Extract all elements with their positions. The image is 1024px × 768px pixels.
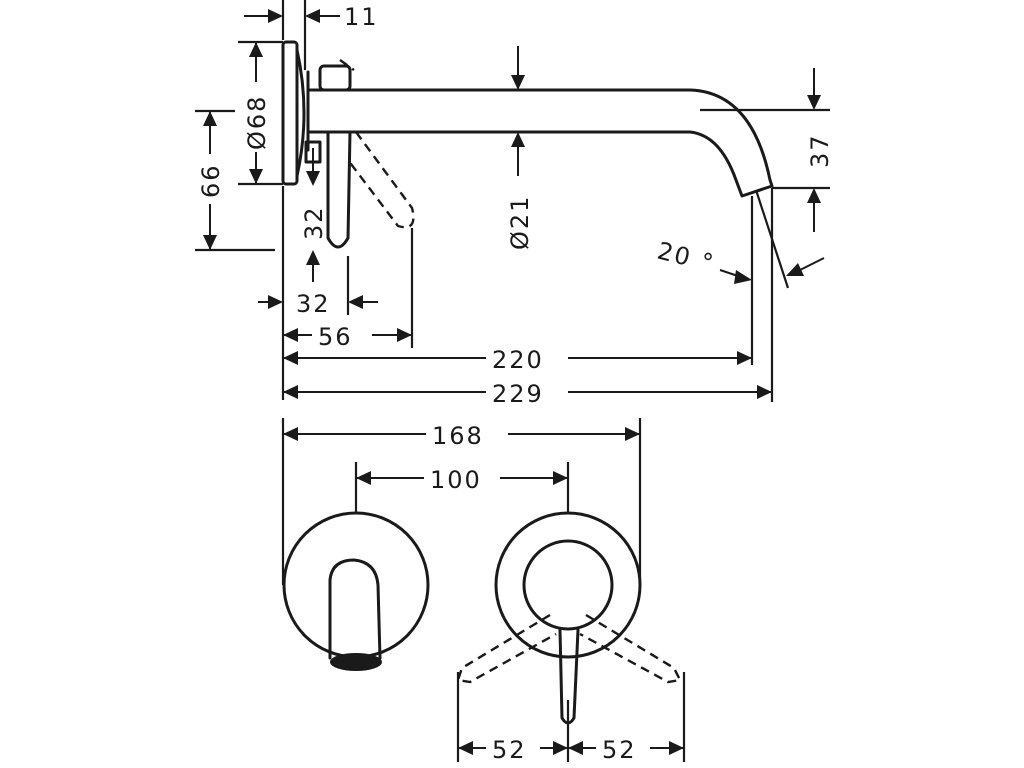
dim-168: 168 [281, 418, 642, 585]
dim-52-right-label: 52 [602, 736, 637, 764]
dim-52-pair: 52 52 [456, 672, 686, 764]
lever-left-alternate [456, 613, 557, 684]
dim-220-label: 220 [492, 346, 544, 374]
dim-37: 37 [700, 68, 834, 232]
wall-rosette [281, 40, 299, 186]
dim-angle20: 20 ° [655, 188, 825, 402]
dim-56-label: 56 [318, 323, 353, 351]
lever-cap [318, 64, 352, 92]
dim-66-label: 66 [197, 163, 225, 198]
spout-rosette [282, 511, 430, 659]
spout-outlet [330, 653, 382, 671]
dim-168-label: 168 [432, 422, 484, 450]
dim-32-horizontal-label: 32 [296, 290, 331, 318]
dim-66: 66 [194, 109, 275, 252]
side-view [281, 40, 774, 249]
dim-32-horizontal: 32 [258, 186, 378, 400]
dim-56: 56 [283, 228, 414, 351]
dim-100-label: 100 [430, 466, 482, 494]
dim-229: 229 [283, 376, 772, 408]
dim-229-label: 229 [492, 380, 544, 408]
dim-dia21: Ø21 [506, 46, 534, 250]
dim-dia68-label: Ø68 [243, 95, 271, 150]
lever-alternate-position [339, 59, 415, 229]
dim-angle20-label: 20 ° [655, 237, 718, 278]
spout-front [328, 558, 382, 660]
front-view [282, 511, 682, 725]
dim-11-label: 11 [344, 3, 379, 31]
dim-32-vertical: 32 [300, 148, 328, 282]
dim-100: 100 [354, 462, 570, 512]
dim-37-label: 37 [806, 133, 834, 168]
lever-handle [326, 130, 352, 249]
lever-knob [522, 539, 614, 631]
lever-right-alternate [579, 613, 682, 684]
dim-11: 11 [244, 0, 379, 70]
spout-outline [306, 88, 774, 198]
dim-32-vertical-label: 32 [300, 205, 328, 240]
dim-dia68: Ø68 [238, 40, 283, 186]
dim-52-left-label: 52 [492, 736, 527, 764]
dim-dia21-label: Ø21 [506, 195, 534, 250]
rosette-bevel [295, 48, 306, 178]
dim-220: 220 [283, 342, 752, 374]
